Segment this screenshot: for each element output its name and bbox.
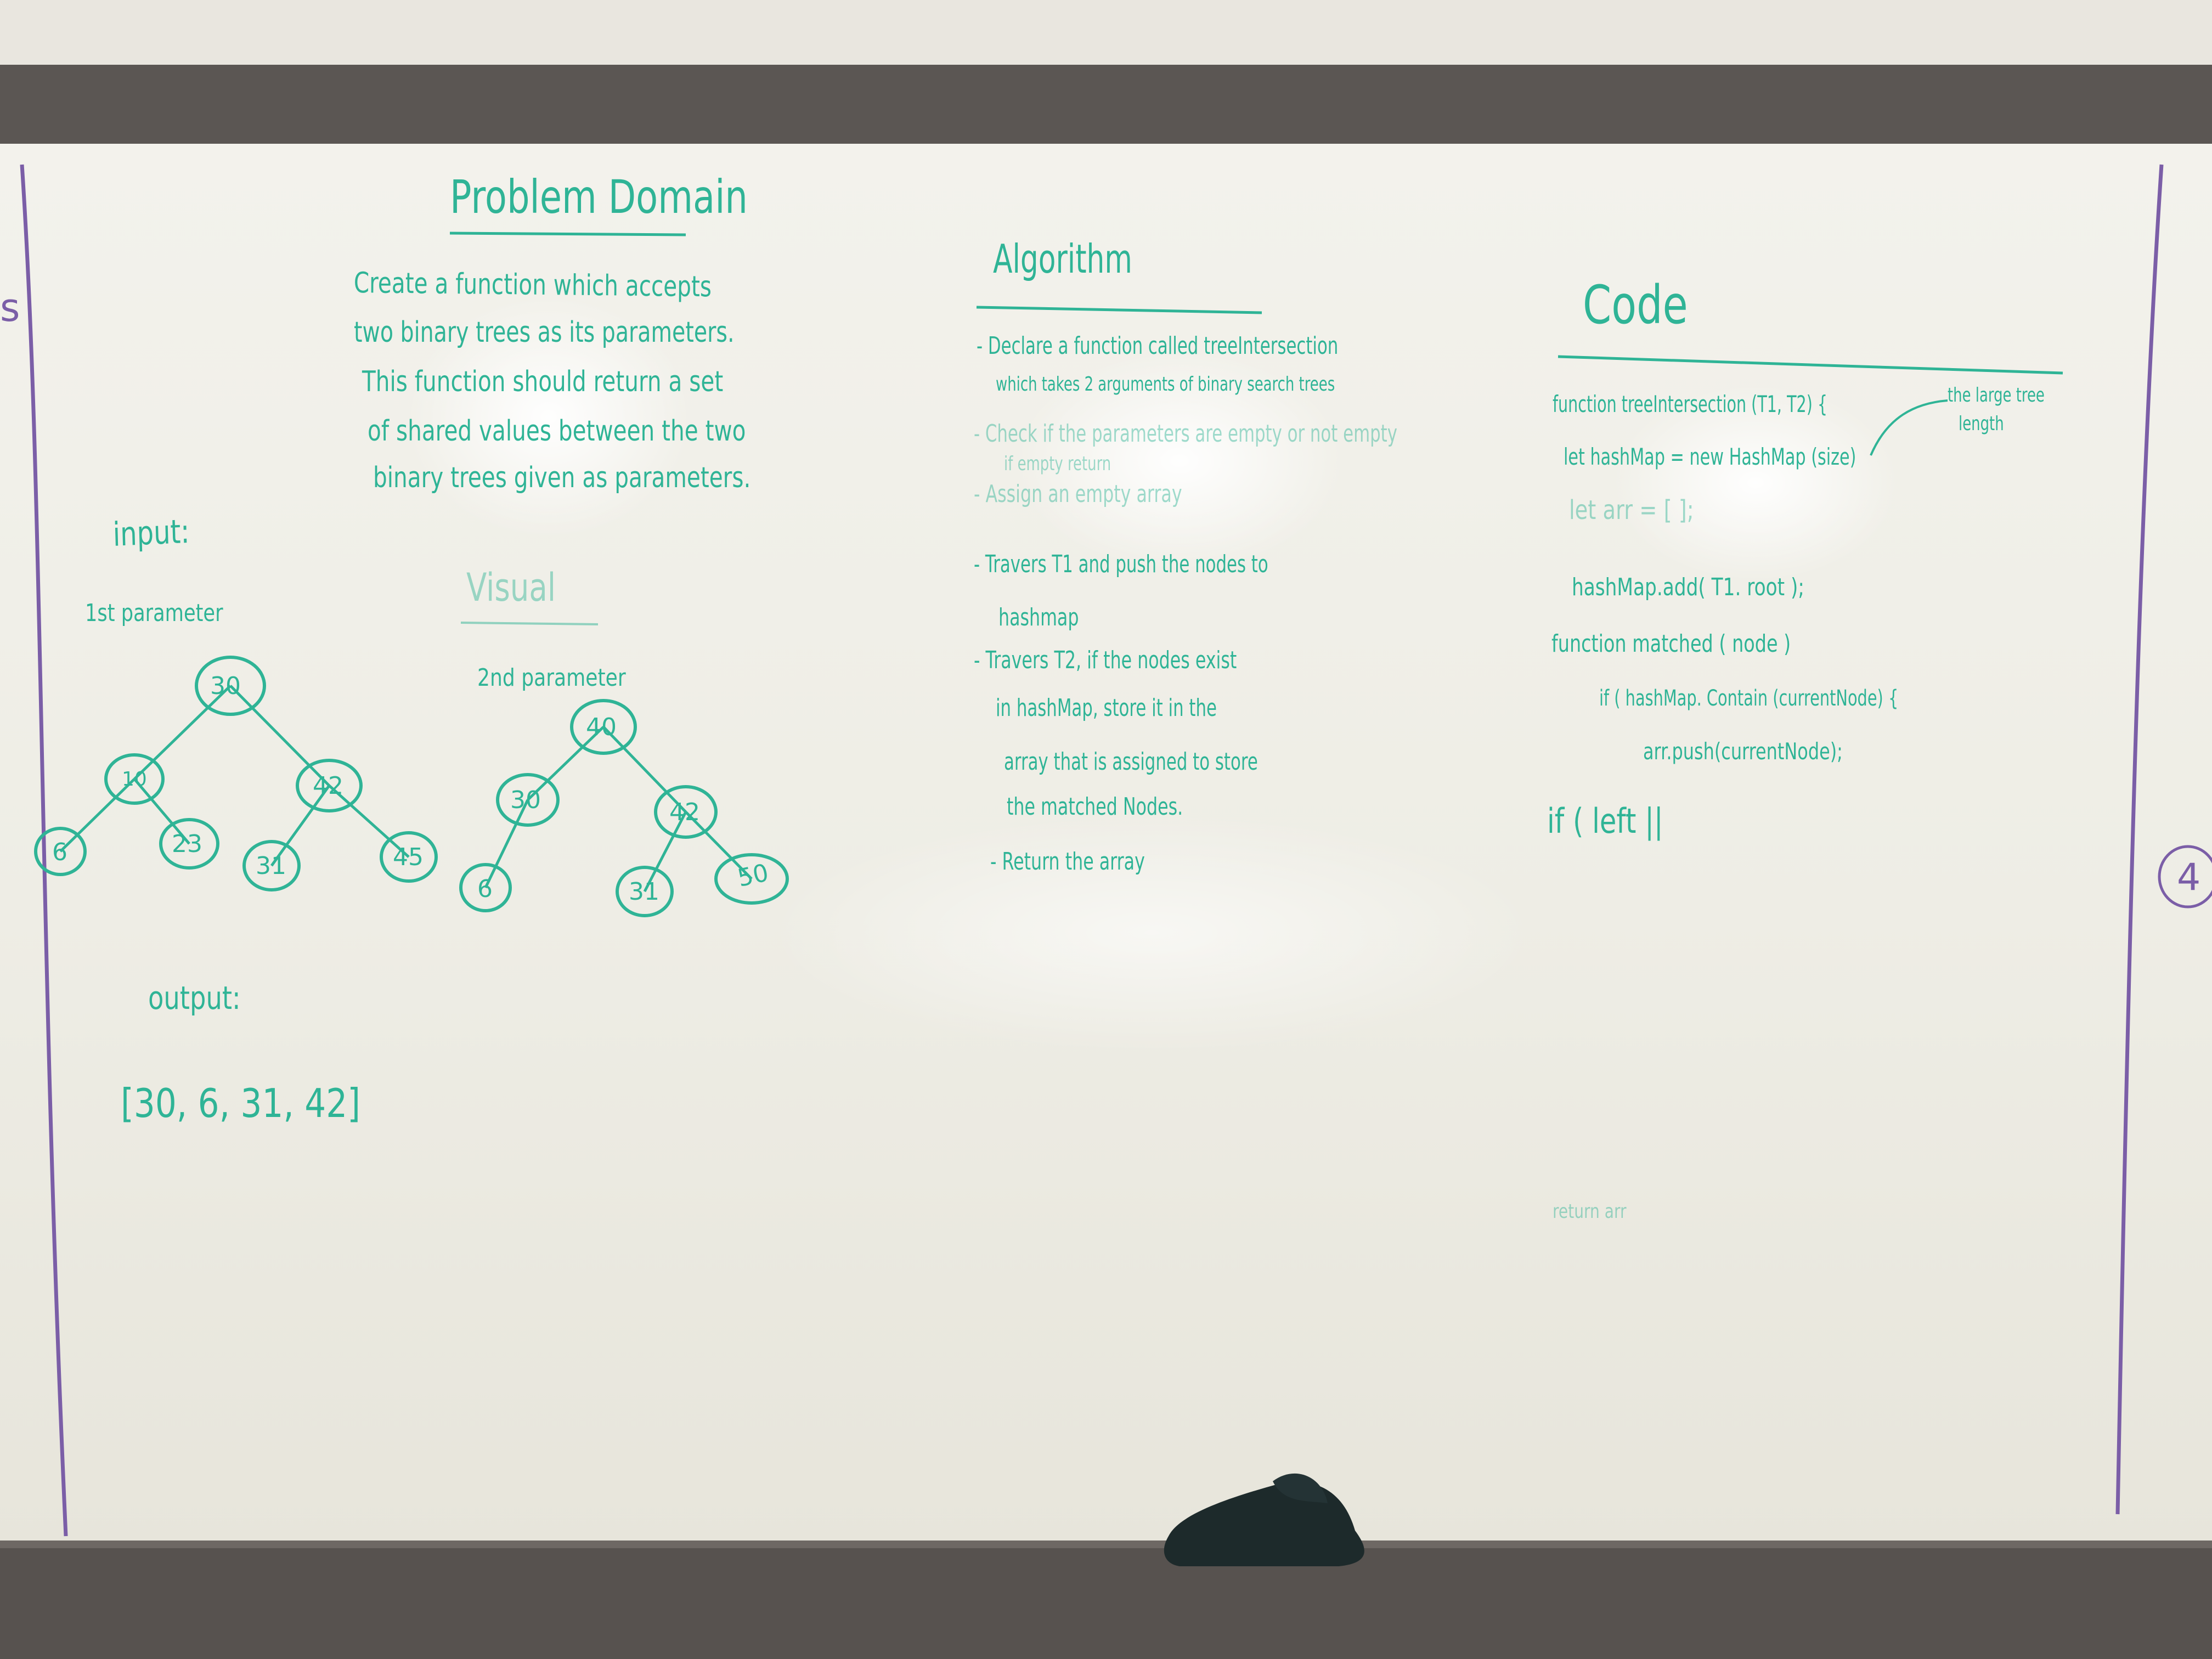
tree-node (714, 853, 789, 905)
tree-node (654, 785, 718, 839)
tree2-nodes (459, 699, 789, 917)
glare-spot (768, 812, 1536, 1053)
tree-node (380, 831, 438, 883)
tray-edge (0, 1541, 2212, 1548)
algorithm-step: hashmap (998, 603, 1079, 631)
tree1-node-label: 23 (172, 830, 202, 858)
tree-node (34, 827, 87, 876)
tree-node (459, 863, 512, 912)
code-line: let hashMap = new HashMap (size) (1564, 443, 1857, 470)
algorithm-title-underline (976, 306, 1262, 314)
tree-node (104, 753, 165, 805)
tree-node (195, 656, 266, 716)
glare-spot (1613, 384, 1898, 582)
visual-title-underline (460, 622, 599, 625)
problem-domain-line: Create a function which accepts (353, 267, 712, 304)
problem-title-underline (449, 232, 686, 236)
code-line: if ( hashMap. Contain (currentNode) { (1599, 686, 1899, 711)
algorithm-title: Algorithm (993, 236, 1132, 282)
right-margin-line (2115, 164, 2164, 1515)
tree1-node-label: 30 (210, 672, 241, 700)
tree-node (616, 866, 674, 917)
problem-domain-line: two binary trees as its parameters. (354, 316, 735, 349)
second-parameter-label: 2nd parameter (477, 664, 626, 692)
code-title: Code (1583, 274, 1688, 336)
problem-domain-line: of shared values between the two (368, 415, 746, 448)
tree2-node-label: 42 (669, 798, 700, 826)
tree1-node-label: 31 (256, 852, 286, 880)
algorithm-step: - Travers T2, if the nodes exist (974, 646, 1237, 674)
marker-tray (0, 1541, 2212, 1659)
problem-domain-line: binary trees given as parameters. (373, 461, 751, 494)
tree-node (570, 699, 637, 755)
output-label: output: (148, 979, 241, 1017)
code-line: return arr (1553, 1200, 1627, 1223)
tree2-node-label: 31 (629, 878, 659, 906)
tree1-node-label: 10 (122, 768, 147, 791)
tree1-node-label: 45 (393, 843, 424, 871)
tree1-node-label: 6 (52, 838, 67, 866)
note-arrow (1870, 399, 1948, 456)
algorithm-step: if empty return (1004, 453, 1111, 475)
algorithm-step: - Travers T1 and push the nodes to (974, 550, 1268, 578)
problem-domain-line: This function should return a set (362, 365, 724, 398)
tree-node (496, 773, 560, 827)
code-note: the large tree (1948, 384, 2045, 407)
glare-spot (1015, 351, 1344, 571)
visual-title: Visual (466, 565, 556, 610)
left-edge-mark: s (0, 285, 20, 330)
eraser (1164, 1482, 1364, 1566)
code-line: if ( left || (1547, 801, 1663, 841)
code-title-underline (1558, 355, 2063, 375)
input-label: input: (112, 512, 190, 554)
algorithm-step: array that is assigned to store (1004, 748, 1258, 776)
algorithm-step: - Check if the parameters are empty or n… (974, 420, 1397, 448)
tree1-edges (59, 685, 410, 867)
algorithm-step: - Return the array (990, 848, 1145, 876)
tree-node (159, 818, 219, 870)
tree1-node-label: 42 (313, 772, 343, 800)
glare-spot (406, 296, 691, 538)
algorithm-step: - Assign an empty array (974, 480, 1182, 508)
output-value: [30, 6, 31, 42] (121, 1080, 361, 1126)
code-line: let arr = [ ]; (1569, 495, 1694, 526)
code-note: length (1959, 413, 2004, 435)
code-line: function matched ( node ) (1551, 630, 1791, 658)
left-margin-line (20, 164, 68, 1537)
tree-node (242, 840, 301, 891)
tree2-node-label: 30 (510, 786, 541, 814)
eraser-fold (1273, 1473, 1328, 1503)
code-line: function treeIntersection (T1, T2) { (1553, 391, 1828, 417)
wall-top (0, 0, 2212, 71)
tree2-node-label: 40 (586, 713, 617, 741)
page-number: 4 (2177, 856, 2201, 899)
algorithm-step: in hashMap, store it in the (996, 694, 1217, 722)
problem-domain-title: Problem Domain (450, 170, 748, 224)
page-number-ring (2158, 845, 2212, 909)
algorithm-step: which takes 2 arguments of binary search… (996, 373, 1335, 396)
tree-node (296, 759, 363, 812)
tree2-edges (484, 726, 753, 893)
tree2-node-label: 6 (477, 875, 493, 903)
code-line: hashMap.add( T1. root ); (1572, 573, 1804, 601)
algorithm-step: the matched Nodes. (1007, 793, 1183, 821)
first-parameter-label: 1st parameter (85, 599, 223, 627)
algorithm-step: - Declare a function called treeIntersec… (977, 332, 1339, 360)
code-line: arr.push(currentNode); (1643, 738, 1843, 765)
board-frame-top (0, 65, 2212, 147)
tree1-nodes (34, 656, 438, 891)
